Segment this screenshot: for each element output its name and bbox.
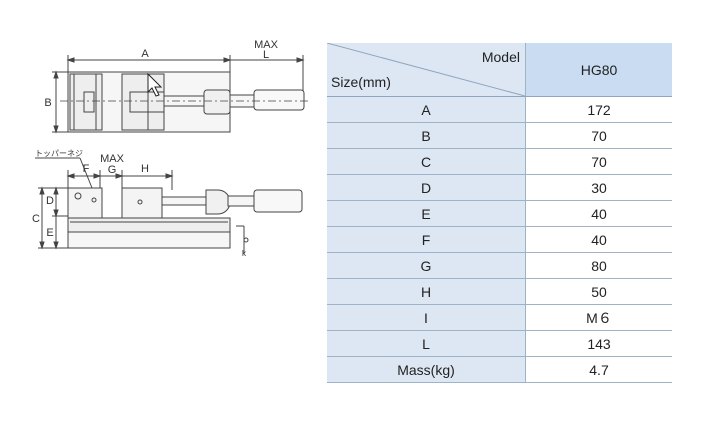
stopper-screw-callout: トッパーネジ [35,149,83,158]
row-value: 172 [525,96,672,123]
dim-label-c: C [32,213,40,225]
header-size-label: Size(mm) [331,74,391,90]
mouse-cursor-icon [147,72,163,97]
row-label: L [327,330,526,357]
table-row: H 50 [327,278,672,305]
dim-label-l: L [263,49,269,61]
row-value: M６ [525,304,672,331]
row-value: 80 [525,252,672,279]
row-value: 30 [525,174,672,201]
table-row: E 40 [327,200,672,227]
spec-table: Model Size(mm) HG80 A 172 B 70 C 70 D 30… [327,43,672,383]
table-row: D 30 [327,174,672,201]
row-label: I [327,304,526,331]
side-view [35,157,303,254]
row-value: 40 [525,200,672,227]
row-value: 70 [525,148,672,175]
row-label: E [327,200,526,227]
row-value: 4.7 [525,356,672,383]
dim-label-g: G [108,164,117,176]
dim-label-b: B [44,97,51,109]
header-corner-cell: Model Size(mm) [327,43,526,97]
row-label: G [327,252,526,279]
row-label: C [327,148,526,175]
dim-label-h: H [141,163,149,175]
row-label: F [327,226,526,253]
dim-label-f: F [83,163,90,175]
row-label: D [327,174,526,201]
row-value: 70 [525,122,672,149]
row-value: 143 [525,330,672,357]
row-label: A [327,96,526,123]
top-view [52,55,310,134]
spec-table-body: A 172 B 70 C 70 D 30 E 40 F 40 G 80 H 50 [327,96,672,383]
header-model-value: HG80 [525,43,672,97]
dim-label-k: k [242,249,247,258]
dim-label-e: E [46,227,53,239]
dim-label-a: A [141,48,149,60]
table-row: Mass(kg) 4.7 [327,356,672,383]
table-row: A 172 [327,96,672,123]
table-row: L 143 [327,330,672,357]
table-row: F 40 [327,226,672,253]
table-row: B 70 [327,122,672,149]
spec-table-header: Model Size(mm) HG80 [327,43,672,97]
row-value: 40 [525,226,672,253]
row-label: B [327,122,526,149]
dim-label-d: D [46,195,54,207]
vise-drawing-svg: A MAX L B トッパーネジ F MAX G H C D E k [32,39,310,258]
header-model-label: Model [481,49,520,65]
table-row: G 80 [327,252,672,279]
row-label: H [327,278,526,305]
table-row: I M６ [327,304,672,331]
table-row: C 70 [327,148,672,175]
dim-label-max-side: MAX [100,153,125,165]
vise-drawing: A MAX L B トッパーネジ F MAX G H C D E k [0,0,320,424]
diagonal-divider [327,43,525,96]
dim-label-max-top: MAX [254,39,279,51]
row-label: Mass(kg) [327,356,526,383]
row-value: 50 [525,278,672,305]
